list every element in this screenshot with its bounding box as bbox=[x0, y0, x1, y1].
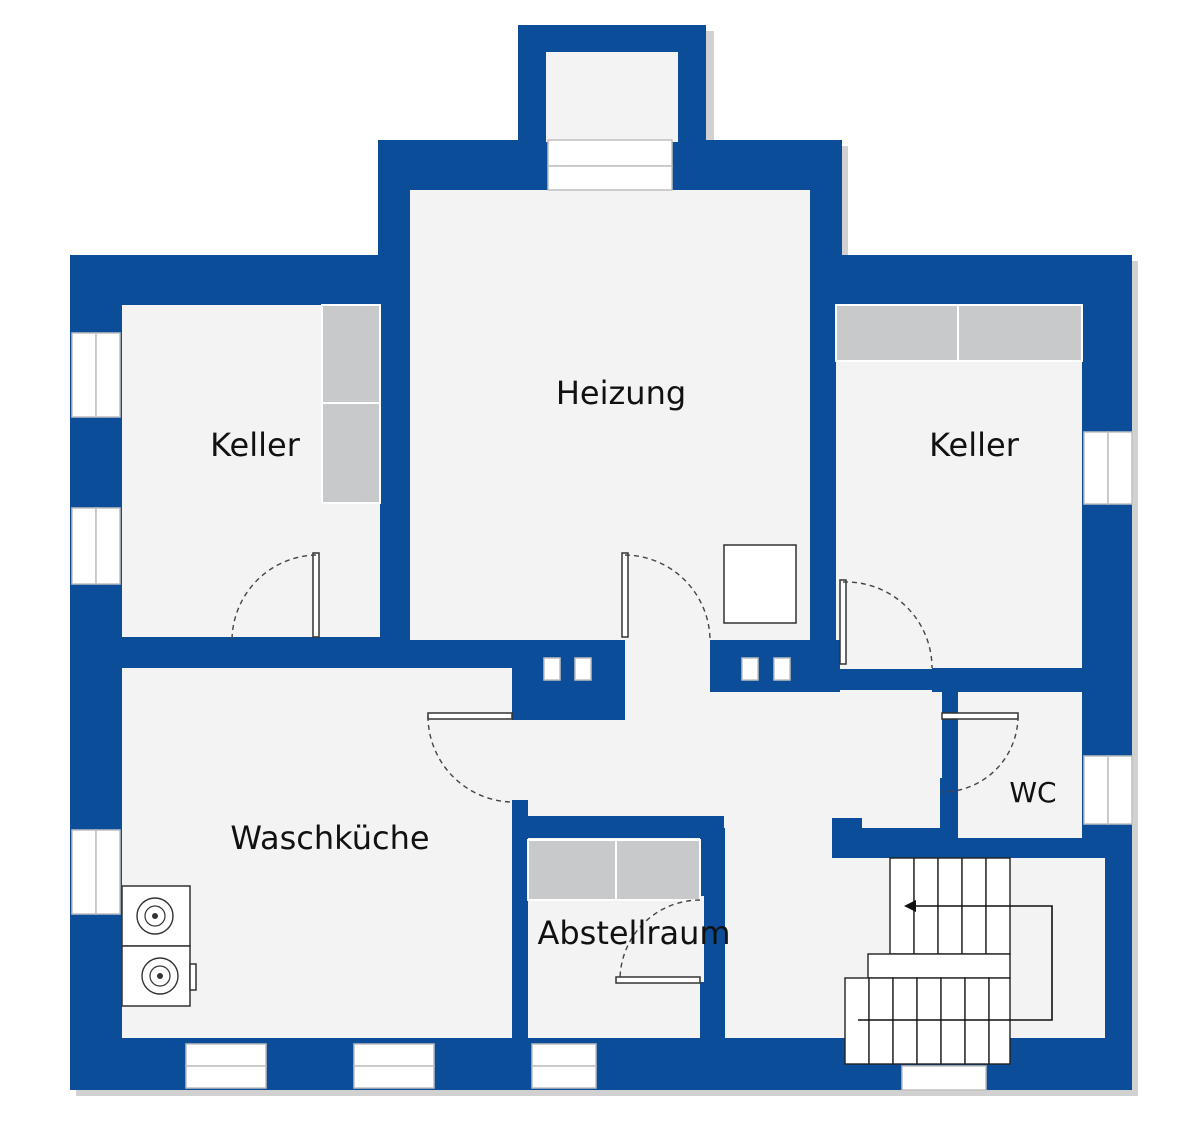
vent-icon bbox=[574, 657, 592, 681]
floor-keller-right bbox=[836, 305, 1082, 669]
cabinet-keller-left bbox=[321, 304, 381, 404]
door-waschkueche bbox=[427, 712, 513, 720]
window-right-1 bbox=[1083, 431, 1109, 505]
room-label-wc: WC bbox=[1009, 776, 1056, 809]
window-right-2 bbox=[1083, 755, 1109, 825]
vent-icon bbox=[741, 657, 759, 681]
laundry-appliances bbox=[121, 885, 197, 1007]
stair-direction-arrow bbox=[858, 905, 1053, 1021]
room-label-keller-left: Keller bbox=[210, 426, 301, 464]
window-left-1 bbox=[71, 332, 97, 418]
window-left-2 bbox=[71, 507, 97, 585]
floor-upper-chamber bbox=[546, 52, 678, 142]
room-label-heizung: Heizung bbox=[556, 374, 686, 412]
vent-icon bbox=[543, 657, 561, 681]
floor-hall-link bbox=[725, 828, 835, 860]
vent-icon bbox=[773, 657, 791, 681]
door-heizung bbox=[621, 552, 629, 638]
window-left-3 bbox=[71, 829, 97, 915]
door-keller-right bbox=[839, 579, 847, 665]
doors bbox=[231, 552, 1019, 984]
cabinet-abstellraum bbox=[527, 839, 617, 901]
door-wc bbox=[941, 712, 1019, 720]
cabinets bbox=[321, 304, 1083, 901]
room-label-waschkueche: Waschküche bbox=[230, 819, 429, 857]
dryer-icon bbox=[121, 945, 197, 1007]
door-abstellraum bbox=[615, 976, 701, 984]
door-keller-left bbox=[312, 552, 320, 638]
room-label-keller-right: Keller bbox=[929, 426, 1020, 464]
window-bottom-3 bbox=[531, 1043, 597, 1067]
floor-corridor-mid bbox=[625, 640, 715, 700]
windows bbox=[71, 139, 1133, 1091]
boiler-icon bbox=[723, 544, 797, 624]
room-label-abstellraum: Abstellraum bbox=[537, 914, 730, 952]
window-top-chimney bbox=[547, 139, 673, 167]
window-bottom-1 bbox=[185, 1043, 267, 1067]
window-bottom-entrance bbox=[901, 1065, 987, 1091]
floor-abstell-lower bbox=[528, 980, 700, 1038]
washing-machine-icon bbox=[121, 885, 191, 947]
window-bottom-2 bbox=[353, 1043, 435, 1067]
cabinet-keller-right bbox=[835, 304, 959, 362]
staircase-icon bbox=[844, 857, 1053, 1065]
vent-openings bbox=[543, 657, 791, 681]
